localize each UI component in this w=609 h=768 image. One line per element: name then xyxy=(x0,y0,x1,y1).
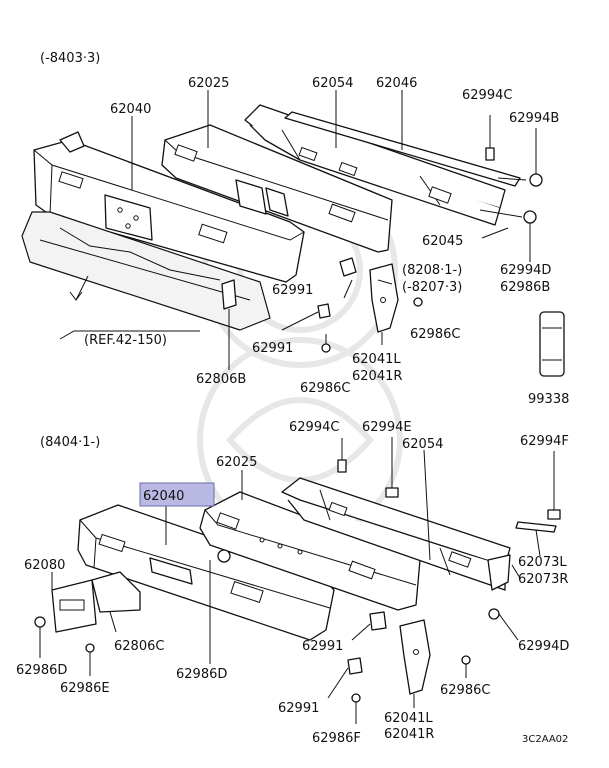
label-62080: 62080 xyxy=(24,558,65,573)
mount-rod-top xyxy=(479,209,523,218)
clip-62991-bottom-a xyxy=(351,611,387,641)
section-bottom-range: (8404·1-) xyxy=(40,435,100,450)
clip-62991-bottom-b xyxy=(327,657,363,699)
label-62046-top: 62046 xyxy=(376,76,417,91)
clip-62991-top-a xyxy=(339,257,357,277)
ref-bracket xyxy=(59,330,200,340)
nut-62994b-top xyxy=(529,128,543,187)
touch-up-paint-99338 xyxy=(539,311,565,377)
bumper-face-62040-bottom xyxy=(77,504,335,641)
label-62054-top: 62054 xyxy=(312,76,353,91)
label-62991-bottom-a: 62991 xyxy=(302,639,343,654)
bumper-reinforcement-62025-bottom xyxy=(199,491,421,611)
label-62073r: 62073R xyxy=(518,572,568,587)
label-62994f: 62994F xyxy=(520,434,569,449)
label-range-8207: (-8207·3) xyxy=(402,280,462,295)
label-62025-top: 62025 xyxy=(188,76,229,91)
label-range-8208: (8208·1-) xyxy=(402,263,462,278)
highlight-62040 xyxy=(139,482,215,507)
bolt-62994e xyxy=(385,437,399,498)
bolt-62994f xyxy=(547,451,561,520)
screw-62986d-a xyxy=(34,616,46,658)
screw-62986c-bottom xyxy=(461,655,471,678)
label-62994d-top: 62994D xyxy=(500,263,551,278)
bracket-62806c xyxy=(91,571,141,633)
label-62073l: 62073L xyxy=(518,555,567,570)
nut-62994d-top xyxy=(523,210,537,262)
bolt-62994c-bottom xyxy=(337,438,347,473)
nut-62994d-bottom xyxy=(488,608,519,641)
bumper-rail-62054-top xyxy=(244,104,506,226)
screw-62986c-top xyxy=(321,334,331,353)
bracket-62806b-top xyxy=(221,279,237,370)
label-62986f: 62986F xyxy=(312,731,361,746)
label-62986d-b: 62986D xyxy=(176,667,227,682)
label-62991-bottom-b: 62991 xyxy=(278,701,319,716)
label-62986c-bottom: 62986C xyxy=(440,683,490,698)
section-top-range: (-8403·3) xyxy=(40,51,100,66)
clip-62991-top-b xyxy=(281,303,331,331)
label-reference: (REF.42-150) xyxy=(84,333,167,348)
screw-62986f xyxy=(351,693,361,724)
label-62045: 62045 xyxy=(422,234,463,249)
label-62986d-a: 62986D xyxy=(16,663,67,678)
label-62806b: 62806B xyxy=(196,372,246,387)
label-62040-bottom: 62040 xyxy=(143,489,184,504)
ref-arrow xyxy=(69,291,83,301)
label-62806c: 62806C xyxy=(114,639,164,654)
footer-code: 3C2AA02 xyxy=(522,734,568,745)
screw-62986e xyxy=(85,643,95,676)
bracket-62041-bottom xyxy=(399,619,431,708)
bolt-62994c-top xyxy=(485,115,495,161)
screw-62986c-top-b xyxy=(413,297,423,307)
leader-62991-a xyxy=(343,279,353,299)
label-62994d-bottom: 62994D xyxy=(518,639,569,654)
screw-62986d-b xyxy=(209,549,231,664)
label-62991-top-b: 62991 xyxy=(252,341,293,356)
label-62986c-top-a: 62986C xyxy=(410,327,460,342)
label-62986c-top-b: 62986C xyxy=(300,381,350,396)
leader-62073 xyxy=(511,564,521,579)
mount-rod-upper xyxy=(497,177,527,181)
label-62025-bottom: 62025 xyxy=(216,455,257,470)
label-62986e: 62986E xyxy=(60,681,110,696)
label-62041r-top: 62041R xyxy=(352,369,402,384)
bumper-face-62040-top xyxy=(33,131,305,283)
label-62994c-bottom: 62994C xyxy=(289,420,339,435)
lower-valance-panel xyxy=(21,211,271,331)
label-62994e: 62994E xyxy=(362,420,412,435)
label-62986b: 62986B xyxy=(500,280,550,295)
bumper-reinforcement-62025-top xyxy=(161,124,393,253)
label-62041r-bottom: 62041R xyxy=(384,727,434,742)
leader-62045 xyxy=(481,227,509,239)
label-99338: 99338 xyxy=(528,392,569,407)
label-62054-bottom: 62054 xyxy=(402,437,443,452)
label-62041l-top: 62041L xyxy=(352,352,401,367)
bracket-62041-top xyxy=(369,263,399,345)
label-62041l-bottom: 62041L xyxy=(384,711,433,726)
leader-62054-bottom xyxy=(423,449,431,561)
label-62040-top: 62040 xyxy=(110,102,151,117)
bracket-62073 xyxy=(515,521,557,557)
label-62994b-top: 62994B xyxy=(509,111,559,126)
label-62991-top-a: 62991 xyxy=(272,283,313,298)
license-bracket-62080 xyxy=(51,572,97,633)
bumper-rail-62054-bottom xyxy=(281,477,511,591)
label-62994c-top: 62994C xyxy=(462,88,512,103)
ref-leader xyxy=(75,275,89,301)
